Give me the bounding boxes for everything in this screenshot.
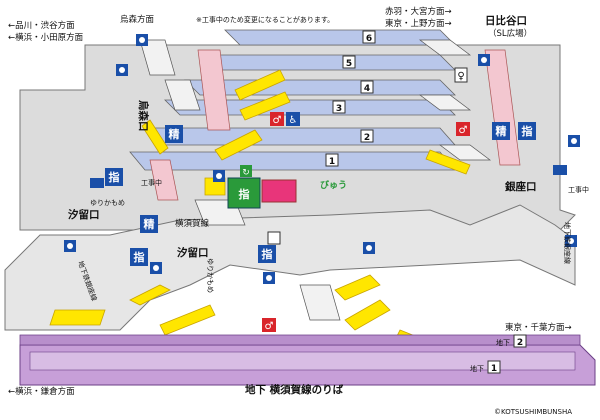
toilet-icon: ♂ bbox=[262, 318, 276, 332]
platform-number-3: 3 bbox=[332, 100, 346, 114]
underground-ginza-line-label-right: 地下鉄銀座線 bbox=[563, 222, 572, 264]
direction-shinagawa: ←品川・渋谷方面 bbox=[8, 20, 75, 31]
reserved-badge-lower: 指 bbox=[258, 245, 276, 263]
svg-text:♂: ♂ bbox=[265, 321, 274, 332]
platform-2 bbox=[149, 127, 456, 146]
svg-text:5: 5 bbox=[346, 59, 352, 69]
reserved-badge-main: 指 bbox=[239, 187, 250, 201]
platform-5 bbox=[204, 54, 456, 71]
svg-text:地下: 地下 bbox=[496, 338, 510, 347]
notice-text: ※工事中のため変更になることがあります。 bbox=[196, 15, 334, 24]
toilet-icon: ♂ bbox=[270, 112, 284, 126]
platform-number-1: 1 bbox=[325, 153, 339, 167]
yokosuka-line-label: 横須賀線 bbox=[175, 218, 210, 229]
ticket-machine-icon bbox=[136, 34, 148, 46]
exit-shiodome-lower: 汐留口 bbox=[177, 246, 209, 259]
svg-text:指: 指 bbox=[262, 247, 273, 261]
underground-platform-2: 地下 2 bbox=[496, 334, 527, 348]
seisan-badge-1: 精 bbox=[165, 125, 183, 143]
direction-tokyo-chiba: 東京・千葉方面→ bbox=[505, 322, 572, 333]
platform-number-5: 5 bbox=[342, 55, 356, 69]
svg-text:精: 精 bbox=[496, 124, 507, 138]
svg-text:2: 2 bbox=[517, 338, 523, 348]
exit-ginza: 銀座口 bbox=[505, 180, 537, 193]
toilet-icon: ♂ bbox=[456, 122, 470, 136]
exit-hibiya: 日比谷口 bbox=[485, 14, 527, 27]
svg-text:1: 1 bbox=[491, 364, 497, 374]
yellow-escalators bbox=[49, 69, 471, 351]
direction-karasumori: 烏森方面 bbox=[120, 14, 155, 25]
svg-text:精: 精 bbox=[144, 217, 155, 231]
view-plaza bbox=[261, 179, 297, 203]
reserved-badge-shiodome: 指 bbox=[130, 248, 148, 266]
platform-6 bbox=[224, 29, 456, 46]
platform-number-6: 6 bbox=[362, 30, 376, 44]
construction-label-2: 工事中 bbox=[568, 185, 589, 194]
yurikamome-label-2: ゆりかもめ bbox=[206, 258, 214, 293]
wheelchair-icon: ♿ bbox=[286, 112, 300, 126]
svg-text:2: 2 bbox=[364, 133, 370, 143]
svg-text:♂: ♂ bbox=[273, 115, 282, 126]
recycle-green-icon: ↻ bbox=[240, 165, 252, 178]
stairs bbox=[139, 39, 492, 321]
direction-yokohama-kamakura: ←横浜・鎌倉方面 bbox=[8, 386, 75, 397]
svg-text:♀: ♀ bbox=[457, 71, 464, 82]
exit-hibiya-sub: （SL広場） bbox=[488, 28, 532, 39]
direction-akabane: 赤羽・大宮方面→ bbox=[385, 6, 452, 17]
svg-text:指: 指 bbox=[109, 170, 120, 184]
svg-text:4: 4 bbox=[364, 84, 370, 94]
escalators bbox=[149, 49, 521, 201]
ticket-machine-icon bbox=[116, 64, 128, 76]
ticket-machine-icon bbox=[64, 240, 76, 252]
platform-1 bbox=[129, 151, 456, 171]
underground-platform-1: 地下 1 bbox=[470, 360, 501, 374]
exit-shiodome: 汐留口 bbox=[68, 208, 100, 221]
svg-text:♂: ♂ bbox=[459, 125, 468, 136]
ticket-machine-icon bbox=[565, 235, 577, 247]
reserved-badge-karasumori: 指 bbox=[105, 168, 123, 186]
exit-karasumori: 烏森口 bbox=[137, 100, 150, 132]
toilet-icon: ♀ bbox=[454, 67, 468, 83]
svg-text:3: 3 bbox=[336, 104, 342, 114]
seisan-badge-2: 精 bbox=[492, 122, 510, 140]
seisan-badge-3: 精 bbox=[140, 215, 158, 233]
ticket-machine-icon bbox=[478, 54, 490, 66]
direction-tokyo-ueno: 東京・上野方面→ bbox=[385, 18, 452, 29]
svg-text:指: 指 bbox=[522, 124, 533, 138]
svg-text:精: 精 bbox=[169, 127, 180, 141]
svg-text:指: 指 bbox=[134, 250, 145, 264]
coin-locker-icon bbox=[90, 178, 104, 188]
ticket-machine-icon bbox=[263, 272, 275, 284]
reserved-badge-ginza: 指 bbox=[518, 122, 536, 140]
svg-text:6: 6 bbox=[366, 34, 372, 44]
reserved-seat-office bbox=[227, 177, 261, 209]
ticket-machine-icon bbox=[150, 262, 162, 274]
direction-yokohama: ←横浜・小田原方面 bbox=[8, 32, 84, 43]
ticket-machine-icon bbox=[213, 170, 225, 182]
svg-text:地下: 地下 bbox=[470, 364, 484, 373]
ticket-machine-icon bbox=[363, 242, 375, 254]
ticket-machine-icon bbox=[568, 135, 580, 147]
svg-text:↻: ↻ bbox=[242, 168, 250, 178]
svg-text:♿: ♿ bbox=[289, 115, 298, 126]
viewplaza-label: びゅう bbox=[320, 179, 347, 191]
platform-number-4: 4 bbox=[360, 80, 374, 94]
yurikamome-label-1: ゆりかもめ bbox=[90, 199, 125, 207]
svg-text:1: 1 bbox=[329, 157, 335, 167]
elevator-icon bbox=[267, 231, 281, 245]
platform-number-2: 2 bbox=[360, 129, 374, 143]
construction-label-1: 工事中 bbox=[141, 178, 162, 187]
coin-locker-icon bbox=[553, 165, 567, 175]
underground-yokosuka-title: 地下 横須賀線のりば bbox=[245, 383, 344, 396]
copyright-text: ©KOTSUSHIMBUNSHA bbox=[494, 408, 572, 416]
